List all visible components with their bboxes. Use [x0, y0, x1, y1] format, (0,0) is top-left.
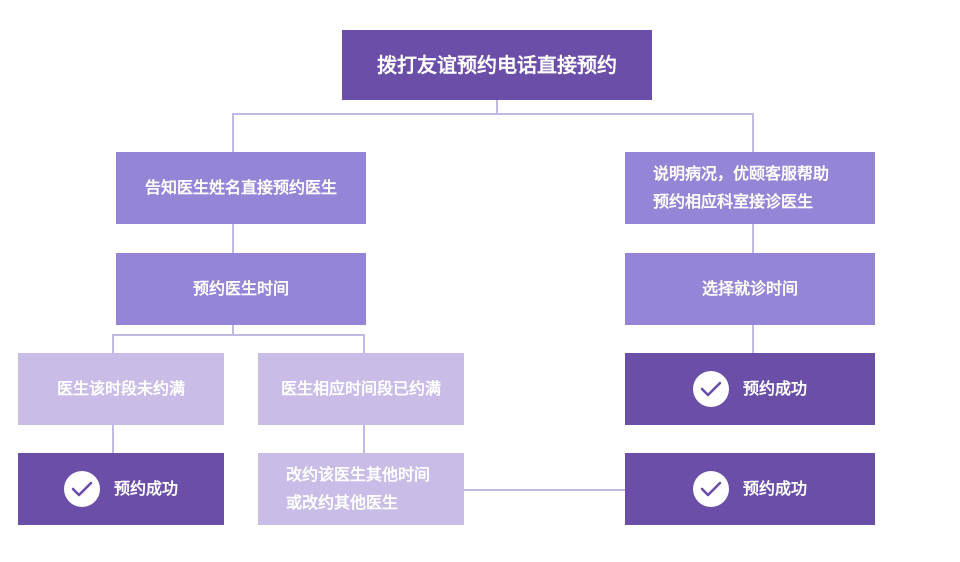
connector-right-top-to-time [752, 224, 754, 253]
node-root: 拨打友谊预约电话直接预约 [342, 30, 652, 100]
connector-left-time-down [232, 324, 234, 335]
node-left-not-full: 医生该时段未约满 [18, 353, 224, 425]
node-right-success-1-label: 预约成功 [742, 379, 807, 398]
connector-reschedule-to-success [464, 489, 625, 491]
node-left-time: 预约医生时间 [116, 253, 366, 325]
connector-branch-left-down [232, 113, 234, 153]
connector-left-top-to-time [232, 224, 234, 253]
check-circle-icon [63, 471, 100, 507]
node-left-reschedule-line-1: 改约该医生其他时间 [286, 465, 431, 484]
node-left-full-label: 医生相应时间段已约满 [280, 379, 441, 398]
node-right-top-line-1: 说明病况，优颐客服帮助 [653, 164, 830, 183]
node-left-full: 医生相应时间段已约满 [258, 353, 464, 425]
node-left-reschedule: 改约该医生其他时间 或改约其他医生 [258, 453, 464, 525]
node-left-top: 告知医生姓名直接预约医生 [116, 152, 366, 224]
node-left-success: 预约成功 [18, 453, 224, 525]
connector-left-split-right [363, 334, 365, 353]
node-left-not-full-label: 医生该时段未约满 [56, 379, 185, 398]
check-circle-icon [692, 371, 729, 407]
node-left-success-label: 预约成功 [113, 479, 178, 498]
connector-not-full-to-success [112, 424, 114, 453]
node-root-label: 拨打友谊预约电话直接预约 [377, 53, 617, 77]
node-left-top-label: 告知医生姓名直接预约医生 [144, 178, 337, 197]
connector-root-branch [232, 113, 754, 115]
connector-left-split [112, 334, 365, 336]
connector-full-to-reschedule [363, 424, 365, 453]
node-left-time-label: 预约医生时间 [192, 279, 289, 298]
node-right-success-2: 预约成功 [625, 453, 875, 525]
connector-branch-right-down [752, 113, 754, 153]
node-right-time-label: 选择就诊时间 [701, 279, 798, 298]
connector-left-split-left [112, 334, 114, 353]
connector-root-down [496, 99, 498, 114]
connector-right-time-to-success [752, 324, 754, 353]
node-right-top: 说明病况，优颐客服帮助 预约相应科室接诊医生 [625, 152, 875, 224]
node-right-success-2-label: 预约成功 [742, 479, 807, 498]
node-left-reschedule-line-2: 或改约其他医生 [286, 493, 399, 512]
node-right-time: 选择就诊时间 [625, 253, 875, 325]
node-left-reschedule-text: 改约该医生其他时间 或改约其他医生 [286, 461, 430, 517]
check-circle-icon [692, 471, 729, 507]
node-right-success-1: 预约成功 [625, 353, 875, 425]
node-right-top-text: 说明病况，优颐客服帮助 预约相应科室接诊医生 [653, 160, 829, 216]
node-right-top-line-2: 预约相应科室接诊医生 [653, 192, 814, 211]
